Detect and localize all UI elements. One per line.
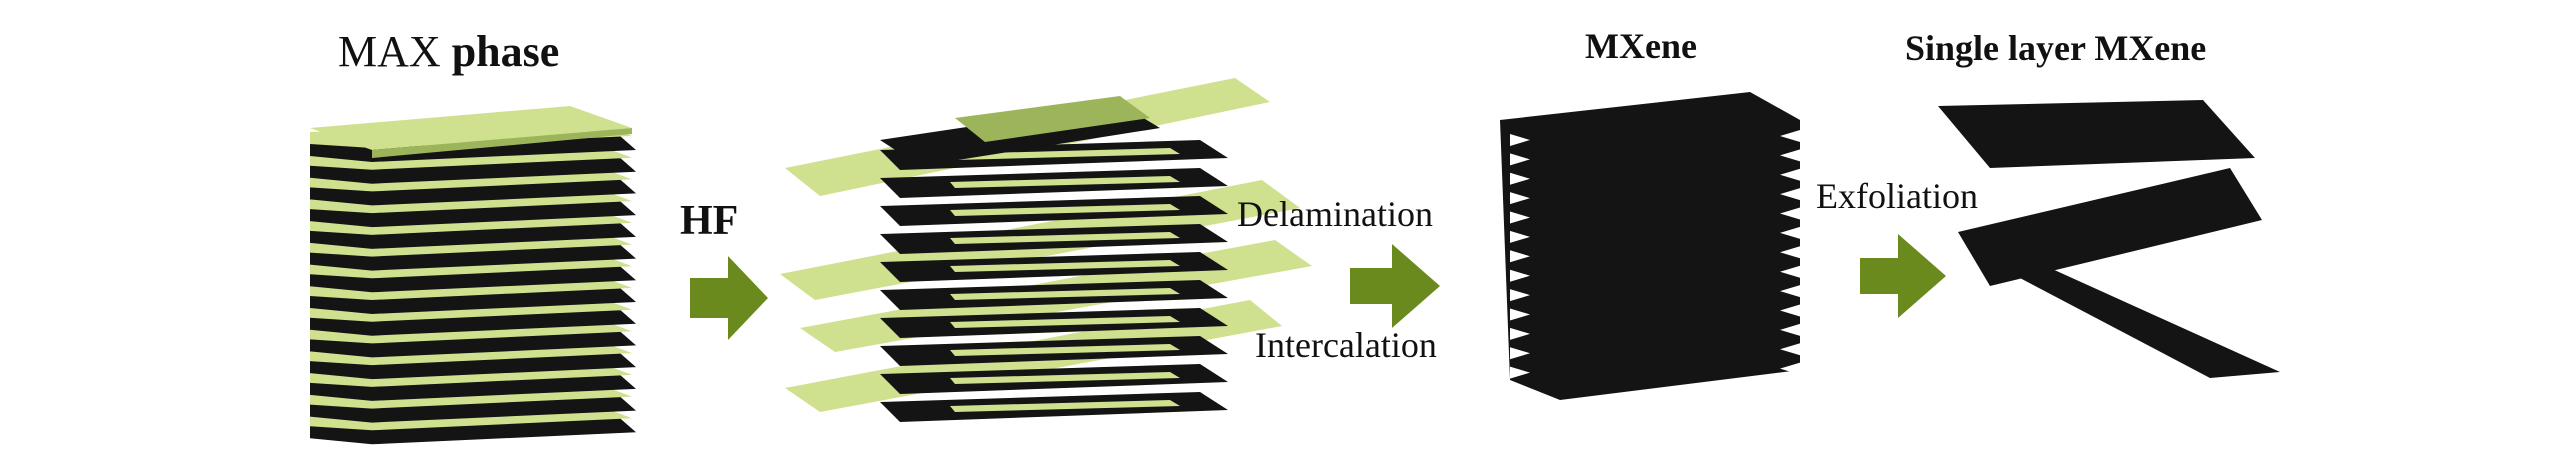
intercalated-gap — [950, 176, 1180, 188]
intercalated-top-green — [955, 96, 1150, 142]
mxene-block — [1500, 92, 1800, 400]
mxene-ridge-gap-right — [1780, 188, 1800, 201]
intercalated-gap — [950, 204, 1180, 216]
single-sheet-middle — [1958, 168, 2262, 286]
intercalated-gap — [950, 288, 1180, 300]
mxene-ridge-gap-right — [1780, 304, 1800, 317]
single-layer-mxene-label: Single layer MXene — [1905, 28, 2207, 68]
mxene-ridge-gap-left — [1510, 347, 1530, 360]
intercalated-stack — [780, 78, 1312, 422]
max-top-edge — [372, 128, 632, 158]
mxene-ridge-gap-left — [1510, 308, 1530, 321]
mxene-ridge-gap-left — [1510, 192, 1530, 205]
mxene-ridge-gap-left — [1510, 153, 1530, 166]
single-sheet-bottom — [1982, 258, 2280, 378]
max-phase-stack — [310, 106, 636, 445]
exfoliation-label: Exfoliation — [1816, 176, 1978, 216]
mxene-ridge-gap-right — [1780, 130, 1800, 142]
intercalated-gap — [950, 232, 1180, 244]
mxene-ridge-gap-left — [1510, 230, 1530, 243]
max-top-face — [310, 106, 632, 150]
exfoliation-arrow-icon — [1860, 234, 1946, 318]
mxene-ridge-gap-left — [1510, 327, 1530, 340]
mxene-ridge-gap-left — [1510, 134, 1530, 146]
single-layer-sheets — [1938, 100, 2280, 378]
mxene-ridge-gap-right — [1780, 207, 1800, 220]
delamination-arrow-icon — [1350, 244, 1440, 328]
mxene-multilayer — [1500, 92, 1800, 400]
mxene-ridge-gap-right — [1780, 323, 1800, 336]
mxene-ridge-gap-right — [1780, 265, 1800, 278]
mxene-ridge-gap-left — [1510, 250, 1530, 263]
mxene-ridge-gap-right — [1780, 362, 1800, 375]
mxene-ridge-gap-left — [1510, 289, 1530, 302]
intercalated-gap — [950, 400, 1180, 412]
mxene-ridge-gap-right — [1780, 343, 1800, 356]
mxene-label: MXene — [1585, 26, 1697, 66]
mxene-ridge-gap-right — [1780, 149, 1800, 162]
max-phase-label: MAX phase — [338, 27, 560, 76]
mxene-ridge-gap-left — [1510, 172, 1530, 185]
intercalated-gap — [950, 148, 1180, 160]
intercalated-gap — [950, 260, 1180, 272]
mxene-ridge-gap-right — [1780, 246, 1800, 259]
hf-arrow-icon — [690, 256, 768, 340]
intercalated-gap — [950, 316, 1180, 328]
mxene-ridge-gap-left — [1510, 211, 1530, 224]
hf-label: HF — [680, 198, 739, 244]
mxene-ridge-gap-right — [1780, 226, 1800, 239]
delamination-label: Delamination — [1237, 194, 1433, 234]
intercalated-gap — [950, 372, 1180, 384]
mxene-ridge-gap-left — [1510, 366, 1530, 379]
mxene-ridge-gap-left — [1510, 269, 1530, 282]
intercalated-gap — [950, 344, 1180, 356]
single-sheet-top — [1938, 100, 2255, 168]
mxene-ridge-gap-right — [1780, 285, 1800, 298]
intercalation-label: Intercalation — [1255, 325, 1437, 365]
mxene-ridge-gap-right — [1780, 168, 1800, 181]
